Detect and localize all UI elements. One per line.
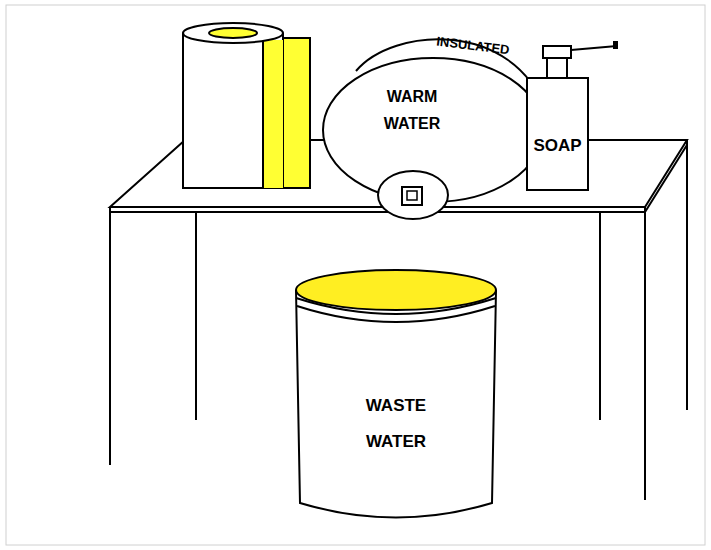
table-leg <box>686 140 688 410</box>
roll-top <box>183 23 283 43</box>
frame <box>6 5 705 545</box>
table-leg <box>195 212 197 420</box>
soap-label: SOAP <box>527 136 588 156</box>
paper-towel-roll <box>183 23 310 188</box>
roll-body <box>183 33 283 188</box>
container-label: WARM WATER <box>373 83 451 137</box>
soap-dispenser-outline <box>525 38 625 193</box>
table-leg <box>599 212 601 420</box>
table-leg <box>109 207 111 465</box>
roll-edge <box>262 40 264 188</box>
soap-dispenser: SOAP <box>525 38 625 193</box>
table-edge <box>110 211 645 213</box>
towel-sheet <box>263 38 310 188</box>
roll-core <box>209 28 257 38</box>
bucket-label: WASTE WATER <box>346 388 446 460</box>
towel-sheet <box>263 40 283 188</box>
warm-water-jug: INSULATEDWARM WATER <box>318 25 550 230</box>
table-edge <box>645 145 687 212</box>
waste-water-bucket: WASTE WATER <box>292 268 500 530</box>
table-leg <box>644 207 646 500</box>
